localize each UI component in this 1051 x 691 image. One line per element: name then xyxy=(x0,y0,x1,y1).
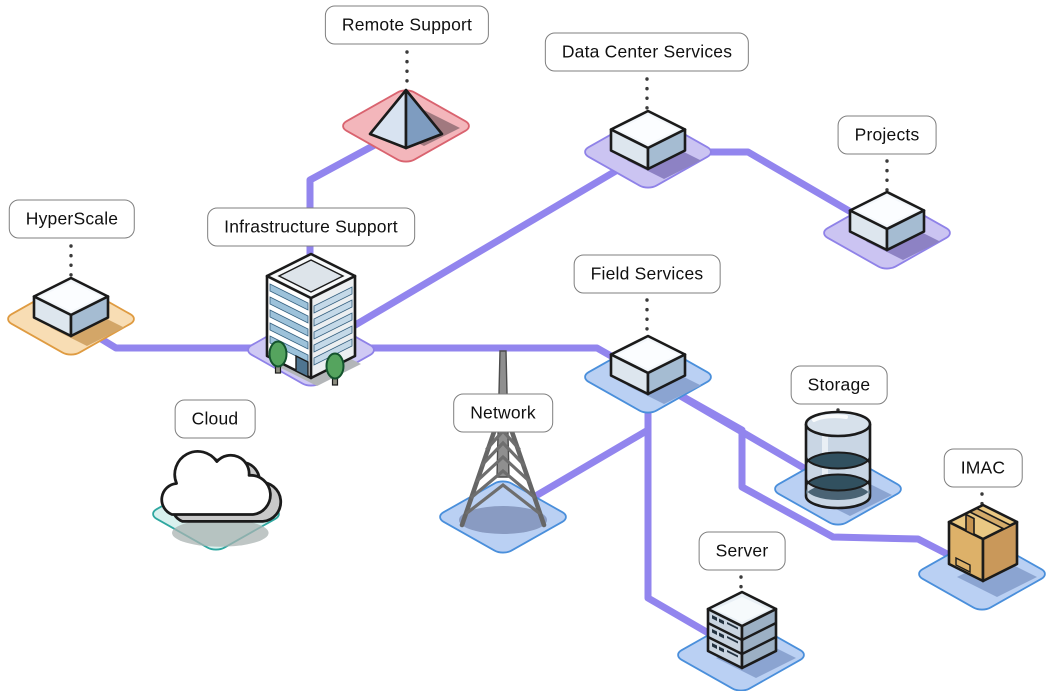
tree xyxy=(268,340,288,374)
icon-shadow xyxy=(459,506,547,534)
package-box-icon xyxy=(947,503,1037,597)
node-network[interactable] xyxy=(435,350,571,555)
node-storage[interactable] xyxy=(770,410,906,527)
pyramid-icon xyxy=(368,88,460,150)
node-label-storage[interactable]: Storage xyxy=(790,365,888,405)
node-label-remote-support[interactable]: Remote Support xyxy=(324,5,490,45)
icon-shadow xyxy=(172,519,269,547)
edge-infrastructure-support-data-center-services xyxy=(336,148,652,338)
node-projects[interactable] xyxy=(819,190,955,271)
node-label-cloud[interactable]: Cloud xyxy=(174,399,256,439)
node-label-infrastructure-support[interactable]: Infrastructure Support xyxy=(207,207,415,247)
server-rack-icon xyxy=(706,590,796,678)
cloud-icon xyxy=(160,450,283,547)
node-label-projects[interactable]: Projects xyxy=(837,115,937,155)
node-label-data-center-services[interactable]: Data Center Services xyxy=(544,32,750,72)
node-field-services[interactable] xyxy=(580,334,716,415)
database-icon xyxy=(804,410,892,516)
node-label-hyperscale[interactable]: HyperScale xyxy=(8,199,136,239)
office-building-icon xyxy=(265,252,361,386)
node-remote-support[interactable] xyxy=(338,88,474,165)
node-label-imac[interactable]: IMAC xyxy=(943,448,1023,488)
node-server[interactable] xyxy=(673,590,809,691)
edge-field-services-imac xyxy=(644,373,986,576)
node-label-network[interactable]: Network xyxy=(453,393,553,433)
node-infrastructure-support[interactable] xyxy=(243,252,379,388)
node-cloud[interactable] xyxy=(148,450,284,552)
tree xyxy=(325,352,345,386)
node-imac[interactable] xyxy=(914,503,1050,612)
node-label-field-services[interactable]: Field Services xyxy=(573,254,721,294)
node-label-server[interactable]: Server xyxy=(698,531,786,571)
node-data-center-services[interactable] xyxy=(580,109,716,190)
node-hyperscale[interactable] xyxy=(3,276,139,357)
